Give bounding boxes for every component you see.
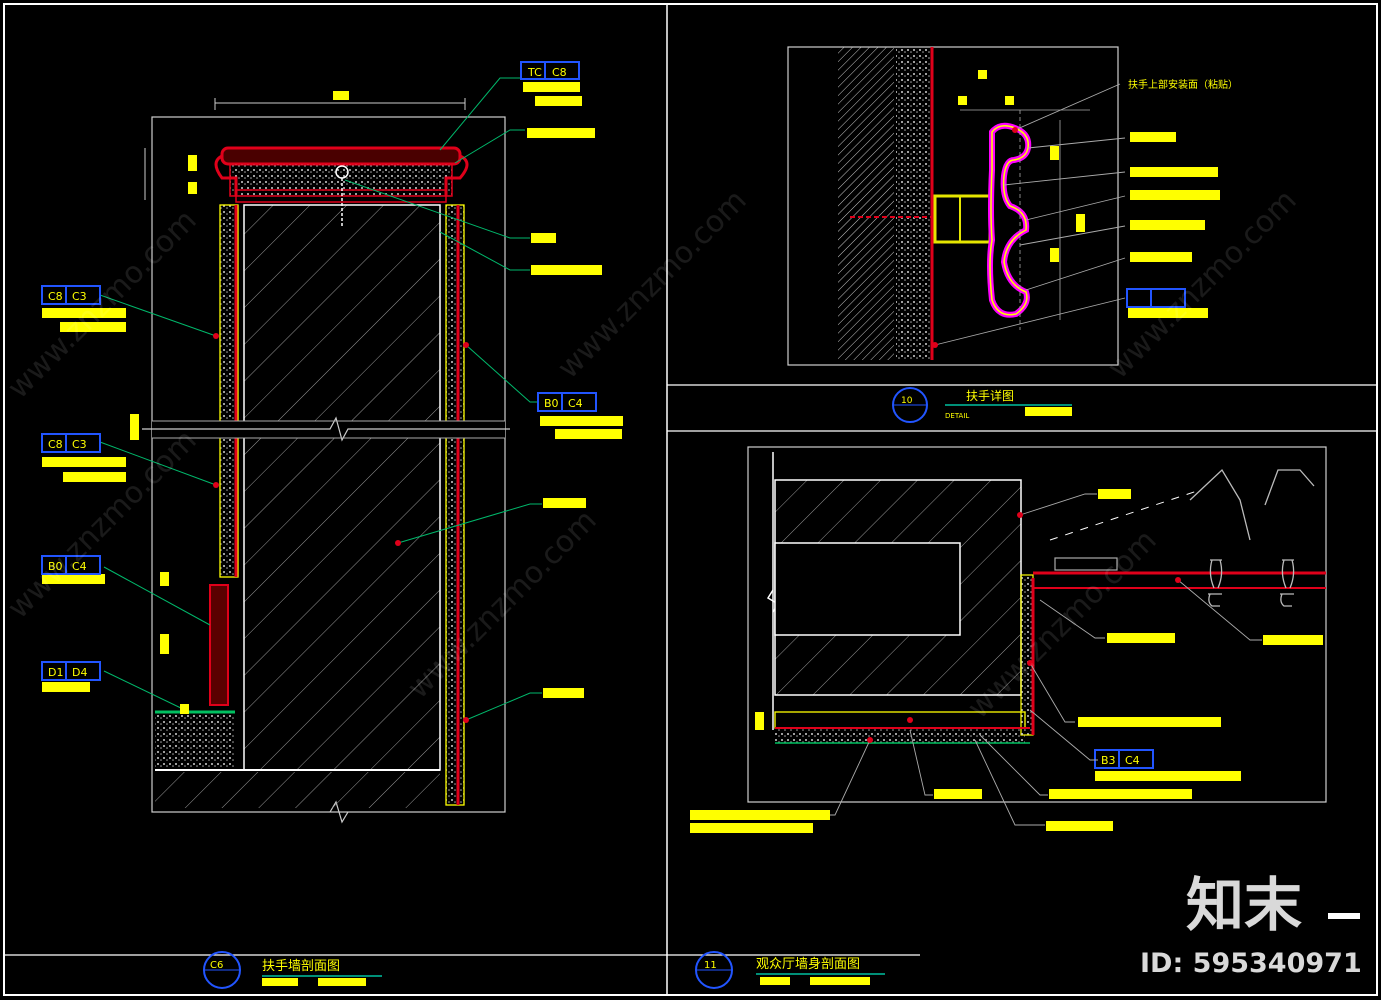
tag-code: D1: [48, 666, 63, 679]
handrail-leader-lines: [934, 83, 1126, 346]
tag-code: B0: [48, 560, 63, 573]
detail-title: 观众厅墙身剖面图: [756, 956, 860, 972]
material-tag-codes: TC C8 C8 C3 C8 C3 B0 C4 D1 D4 B0 C4 B3 C…: [48, 66, 1140, 767]
tag-code: C4: [72, 560, 87, 573]
tag-code: TC: [527, 66, 542, 79]
watermark-text: www.znzmo.com: [551, 183, 754, 386]
detail-marker: 10: [901, 396, 913, 406]
title-block-left: C6 扶手墙剖面图: [203, 951, 382, 989]
brand-logo: 知末: [1186, 871, 1302, 939]
left-label-blocks: [42, 82, 623, 714]
tag-code: C4: [568, 397, 583, 410]
tag-code: C8: [48, 438, 63, 451]
auditorium-label-blocks: [690, 489, 1323, 833]
auditorium-wall-section: [747, 446, 1327, 803]
material-tags: [41, 61, 1186, 769]
asset-id: ID: 595340971: [1140, 948, 1362, 979]
title-block-top-right: 10 扶手详图 DETAIL: [892, 387, 1072, 423]
watermark-text: www.znzmo.com: [1101, 183, 1304, 386]
handrail-detail: [787, 46, 1119, 366]
handrail-note: 扶手上部安装面（粘贴）: [1128, 78, 1238, 91]
detail-marker: C6: [210, 960, 223, 971]
tag-code: D4: [72, 666, 87, 679]
tag-code: B0: [544, 397, 559, 410]
tag-code: C3: [72, 438, 87, 451]
auditorium-leader-lines: [825, 493, 1262, 826]
tag-code: C4: [1125, 754, 1140, 767]
watermarks: www.znzmo.com www.znzmo.com www.znzmo.co…: [1, 183, 1304, 726]
title-block-bottom-right: 11 观众厅墙身剖面图: [695, 951, 885, 989]
tag-code: C8: [552, 66, 567, 79]
detail-subtitle: DETAIL: [945, 412, 969, 420]
left-wall-section: [142, 98, 510, 824]
brand-block: 知末 ID: 595340971: [1140, 871, 1362, 979]
connection-points: [213, 127, 1181, 743]
tag-code: C3: [72, 290, 87, 303]
left-leader-lines: [99, 77, 542, 721]
sheet-frame: [3, 3, 1378, 996]
watermark-text: www.znzmo.com: [1, 423, 204, 626]
tag-code: C8: [48, 290, 63, 303]
tag-code: B3: [1101, 754, 1116, 767]
handrail-label-blocks: [958, 70, 1220, 318]
watermark-text: www.znzmo.com: [1, 203, 204, 406]
detail-marker: 11: [704, 960, 717, 971]
detail-title: 扶手墙剖面图: [262, 959, 340, 974]
detail-title: 扶手详图: [966, 388, 1014, 403]
